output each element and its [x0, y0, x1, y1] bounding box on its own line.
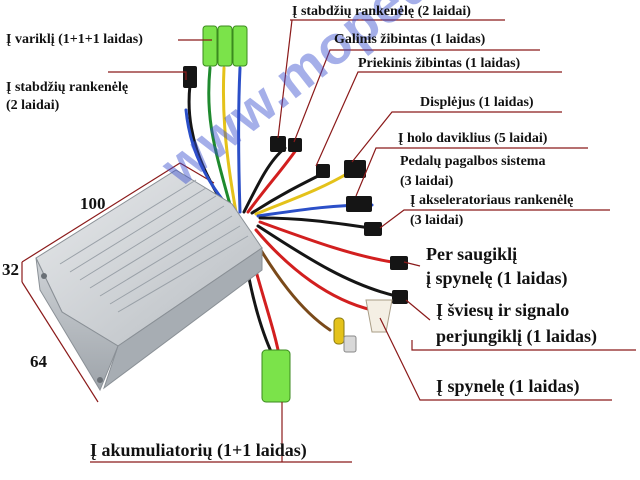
label-pas: Pedalų pagalbos sistema: [400, 154, 546, 169]
label-pas-count: (3 laidai): [400, 174, 454, 189]
dimension-length: 100: [80, 194, 106, 213]
dimension-width: 64: [30, 352, 47, 371]
label-throttle-count: (3 laidai): [410, 213, 464, 228]
label-hall: Į holo daviklius (5 laidai): [398, 131, 548, 146]
label-battery: Į akumuliatorių (1+1 laidas): [90, 440, 307, 460]
label-brake-left-count: (2 laidai): [6, 98, 60, 113]
label-fuse-lock: į spynelę (1 laidas): [426, 268, 568, 288]
label-brake-top: Į stabdžių rankenėlę (2 laidai): [292, 4, 471, 19]
label-fuse: Per saugiklį: [426, 244, 518, 264]
label-switch: Į šviesų ir signalo: [436, 300, 570, 320]
dimension-height: 32: [2, 260, 19, 279]
label-switch-2: perjungiklį (1 laidas): [436, 326, 598, 346]
label-lock: Į spynelę (1 laidas): [436, 376, 580, 396]
controller-box: [35, 169, 263, 392]
label-throttle: Į akseleratoriaus rankenėlę: [410, 193, 574, 208]
label-rear-light: Galinis žibintas (1 laidas): [334, 32, 486, 47]
label-front-light: Priekinis žibintas (1 laidas): [358, 56, 521, 71]
label-display: Displėjus (1 laidas): [420, 95, 534, 110]
label-motor: Į variklį (1+1+1 laidas): [6, 32, 143, 47]
label-brake-left: Į stabdžių rankenėlę: [6, 80, 129, 95]
leader-lines: [90, 19, 636, 463]
